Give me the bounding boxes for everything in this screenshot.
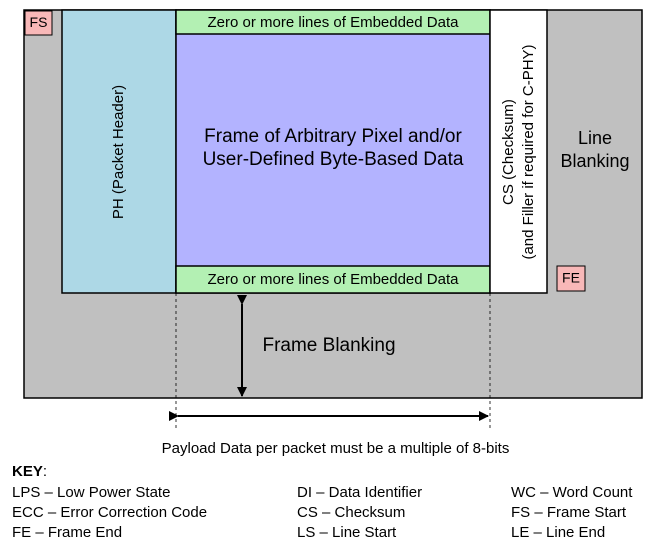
key-item-di: DI – Data Identifier xyxy=(297,484,423,501)
frame-blanking-label: Frame Blanking xyxy=(262,335,395,356)
key-item-fe: FE – Frame End xyxy=(12,524,123,541)
key-item-le: LE – Line End xyxy=(511,524,606,541)
key-title-text: KEY xyxy=(12,463,43,480)
checksum-label-line1: CS (Checksum) xyxy=(500,99,517,205)
frame-data-label-line2: User-Defined Byte-Based Data xyxy=(203,149,464,170)
key-title: KEY: xyxy=(12,463,47,480)
key-item-cs: CS – Checksum xyxy=(297,504,406,521)
embedded-data-bottom xyxy=(175,265,491,294)
frame-data-label-line1: Frame of Arbitrary Pixel and/or xyxy=(204,126,462,147)
payload-note: Payload Data per packet must be a multip… xyxy=(161,440,510,457)
packet-header-label: PH (Packet Header) xyxy=(110,85,127,219)
frame-start-marker xyxy=(24,10,53,36)
key-item-fs: FS – Frame Start xyxy=(511,504,627,521)
line-blanking-label-1: Line xyxy=(578,128,612,148)
key-item-ecc: ECC – Error Correction Code xyxy=(12,504,208,521)
key-item-wc: WC – Word Count xyxy=(511,484,633,501)
key-item-lps: LPS – Low Power State xyxy=(12,484,171,501)
key-item-ls: LS – Line Start xyxy=(297,524,397,541)
frame-end-marker xyxy=(556,265,586,292)
checksum-label-line2: (and Filler if required for C-PHY) xyxy=(520,44,537,259)
frame-start-label: FS xyxy=(30,14,48,30)
embedded-data-bottom-label: Zero or more lines of Embedded Data xyxy=(208,271,460,288)
frame-end-label: FE xyxy=(562,270,580,286)
checksum-block xyxy=(489,9,548,294)
line-blanking-label-2: Blanking xyxy=(560,151,629,171)
embedded-data-top-label: Zero or more lines of Embedded Data xyxy=(208,14,460,31)
key-title-colon: : xyxy=(42,463,48,480)
packet-header-block xyxy=(61,9,177,294)
